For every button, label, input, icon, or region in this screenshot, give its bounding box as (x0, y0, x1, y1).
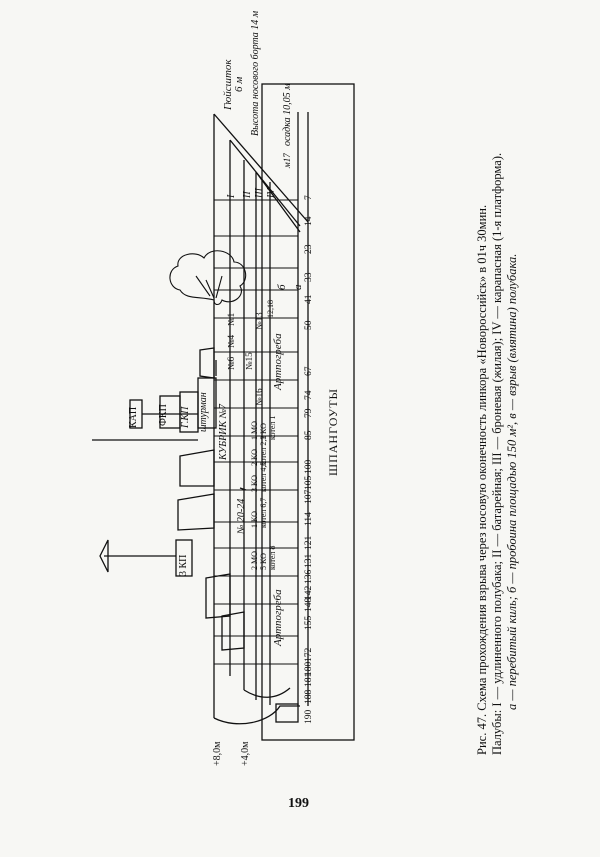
frame-number: 180 (304, 661, 314, 676)
frame-number: 50 (304, 320, 314, 331)
compartment-ko45: 3 КО котел 4,5 (250, 461, 268, 492)
frame-number: 14 (304, 216, 314, 227)
mark-b: б (276, 284, 288, 290)
compartment-n13: №13 (254, 312, 264, 330)
frame-number: 121 (304, 535, 314, 550)
label-bow-height: Высота носового борта 14 м (250, 10, 261, 136)
compartment-n16: №16 (254, 388, 264, 406)
label-jackstaff-height: 6 м (233, 76, 245, 92)
frame-number: 190 (304, 709, 314, 724)
frames-title: ШПАНГОУТЫ (326, 387, 340, 476)
frame-number: 142 (304, 585, 314, 600)
level-plus4: +4,0м (240, 741, 251, 766)
frame-number: 74 (304, 390, 314, 401)
frame-number: 172 (304, 647, 314, 662)
compartment-mo1: 1 МО 1 КО котел 1 (250, 415, 277, 440)
bow-marker: м17 (282, 153, 292, 168)
deck-numeral-2: II (242, 191, 253, 198)
compartment-mko: 2 МО 5 КО котел 8 (250, 545, 277, 570)
frame-number: 67 (304, 366, 314, 377)
compartment-ko23: 2 КО котел 2,3 (250, 435, 268, 466)
mark-a: а (292, 284, 304, 291)
label-kap: КАП (128, 406, 139, 428)
explosion-cloud (169, 250, 247, 306)
caption-line-1: Рис. 47. Схема прохождения взрыва через … (475, 204, 489, 755)
frame-number: 188 (304, 689, 314, 704)
level-plus8: +8,0м (212, 741, 223, 766)
deck-numeral-1: I (226, 194, 237, 198)
frame-number: 79 (304, 408, 314, 419)
deck-numeral-3: III (254, 188, 265, 198)
frame-number: 41 (304, 294, 314, 305)
hull-outline (261, 83, 355, 741)
frame-number: 23 (304, 244, 314, 255)
compartment-n12: 12,18 (266, 300, 275, 318)
compartment-artpogreb-right: Артпогреба (272, 333, 284, 390)
label-3kp: 3 КП (178, 554, 189, 576)
frame-number: 107 (304, 489, 314, 504)
frame-number: 136 (304, 569, 314, 584)
frame-number: 85 (304, 430, 314, 441)
compartment-n6: №6 (226, 356, 236, 370)
label-shturman: штурман (198, 392, 209, 432)
label-gkp: Г.КП (180, 406, 191, 428)
frame-number: 131 (304, 553, 314, 568)
label-fkp: ФКП (158, 404, 169, 426)
compartment-n20-24: № 20-24 (236, 498, 247, 534)
page-number: 199 (288, 796, 309, 811)
frame-number: 100 (304, 459, 314, 474)
compartment-n4: №4 (226, 334, 236, 348)
frame-number: 114 (304, 512, 314, 526)
compartment-ko67: 1 КО котел 6,7 (250, 497, 268, 528)
compartment-n15: №15 (244, 352, 254, 370)
frame-number: 33 (304, 272, 314, 283)
compartment-n1: №1 (226, 312, 236, 326)
compartment-kubrik: КУБРИК №7 (218, 403, 229, 460)
caption-line-3: а — перебитый киль; б — пробоина площадь… (505, 253, 519, 710)
caption-line-2: Палубы: I — удлиненного полубака; II — б… (490, 152, 504, 755)
label-draft: осадка 10,05 м (282, 83, 293, 146)
compartment-artpogreb-left: Артпогреба (272, 589, 284, 646)
frame-number: 105 (304, 475, 314, 490)
deck-numeral-4: IV (266, 188, 277, 198)
frame-number: 7 (304, 195, 314, 200)
frame-number: 155 (304, 615, 314, 630)
